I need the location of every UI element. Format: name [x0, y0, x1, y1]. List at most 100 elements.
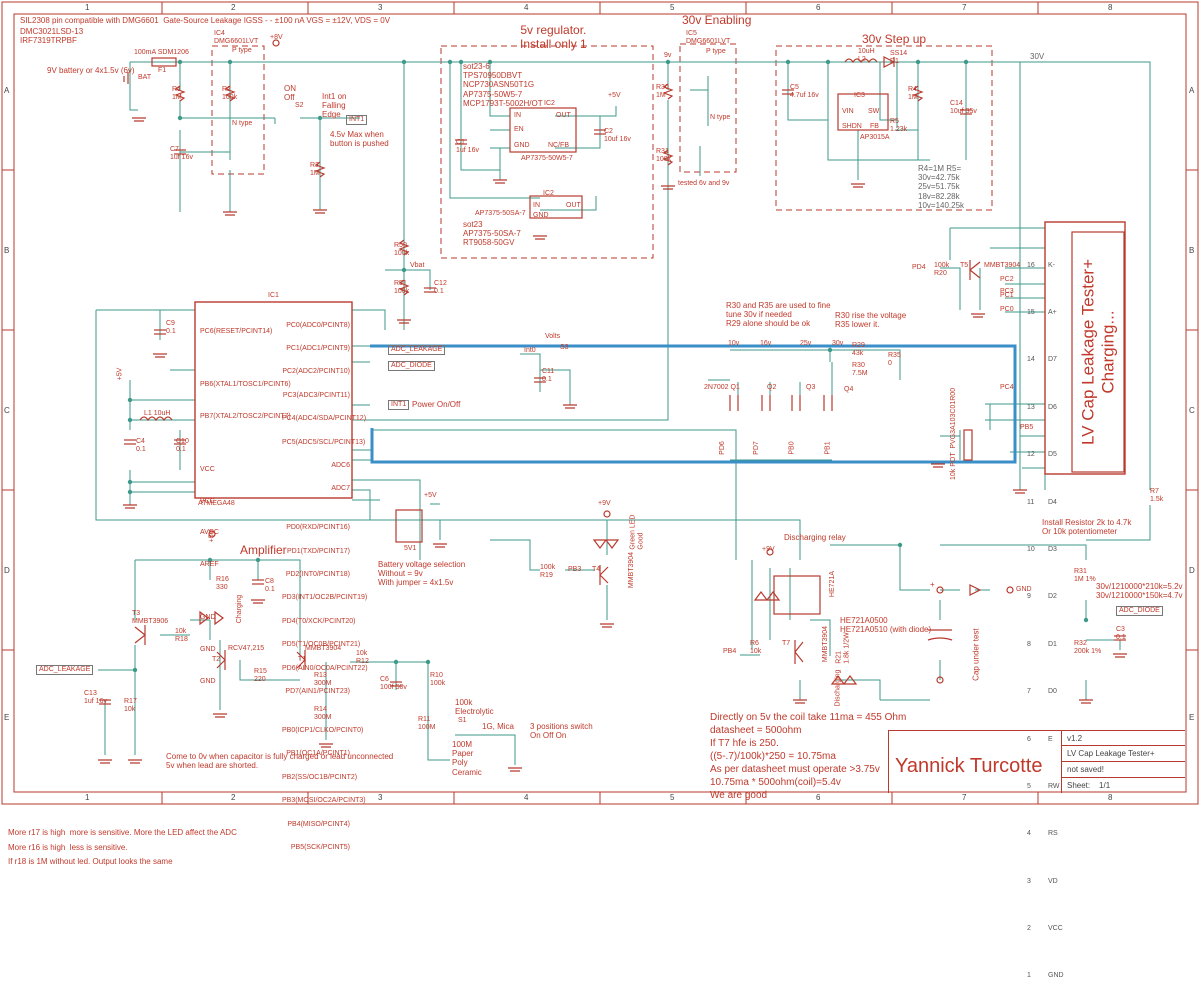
grid-col-4-bottom: 4 — [524, 793, 529, 802]
doc-title: LV Cap Leakage Tester+ — [1067, 749, 1155, 758]
t5-label: T5 — [960, 262, 969, 269]
t4-label: T4 — [592, 566, 601, 573]
r35-label: R35 0 — [888, 352, 901, 368]
s1-label: S1 — [458, 717, 467, 724]
c10-label: C10 0.1 — [176, 438, 189, 454]
ic2-gnd: GND — [514, 142, 530, 149]
ic4-ntype: N type — [232, 120, 253, 127]
lcd-pin: A+ — [1048, 308, 1057, 316]
ic2b-gnd: GND — [533, 212, 549, 219]
lcd-pin-number: 14 — [1027, 356, 1035, 364]
plus5v-mcu: +5V — [116, 367, 124, 381]
ic2-label: IC2 — [544, 100, 555, 107]
c11-label: C11 0.1 — [542, 368, 555, 384]
section-regulator-title: 5v regulator. Install only 1 — [520, 23, 587, 51]
atmega-pin: PB7(XTAL2/TOSC2/PCINT7) — [200, 412, 291, 420]
c7-label: C7 1uf 16v — [170, 146, 193, 162]
r30-note: R30 and R35 are used to fine tune 30v if… — [726, 301, 831, 329]
zero-note: Come to 0v when capacitor is fully charg… — [166, 752, 394, 771]
atmega-pin: PC5(ADC5/SCL/PCINT13) — [282, 438, 366, 446]
atmega-pin: ADC6 — [331, 461, 350, 469]
note-top-3: IRF7319TRPBF — [20, 36, 77, 45]
lcd-pin-number: 11 — [1027, 498, 1035, 506]
volts-label: Volts — [545, 333, 561, 340]
plus9v-relay: +9V — [762, 546, 775, 553]
r3-label: R3 1M — [310, 162, 320, 178]
grid-col-6: 6 — [816, 3, 821, 12]
lcd-pin: VCC — [1048, 925, 1063, 933]
grid-row-a-right: A — [1189, 86, 1195, 95]
sheet-frame — [1, 1, 1199, 805]
sot23-options: sot23 AP7375-50SA-7 RT9058-50GV — [463, 220, 521, 248]
q2-label: Q2 — [767, 384, 777, 391]
grid-row-e-right: E — [1189, 713, 1195, 722]
lcd-pin-number: 12 — [1027, 451, 1035, 459]
int1-net-label: INT1 — [346, 115, 368, 126]
c9-label: C9 0.1 — [166, 320, 176, 336]
volt-10v: 10v — [728, 340, 740, 347]
tested-note: tested 6v and 9v — [678, 180, 730, 187]
ic3-vin: VIN — [842, 108, 854, 115]
r14-label: R14 300M — [314, 706, 332, 722]
volt-25v: 25v — [800, 340, 812, 347]
atmega-pin: GND — [200, 646, 216, 653]
paper-label: 100M Paper Poly Ceramic — [452, 740, 482, 777]
plus5v-reg: +5V — [608, 92, 621, 99]
ic5-ntype: N type — [710, 114, 731, 121]
adc-leakage-net: ADC_LEAKAGE — [388, 345, 446, 356]
onoff-label: ON Off — [284, 84, 296, 103]
ic2-ncfb: NC/FB — [548, 142, 569, 149]
int0-label: Int0 — [524, 347, 536, 354]
ic3-label: IC3 — [854, 92, 865, 99]
grid-col-1-bottom: 1 — [85, 793, 90, 802]
r6-label: R6 10k — [750, 640, 762, 656]
r17-label: R17 10k — [124, 698, 137, 714]
relay-title: Discharging relay — [784, 533, 846, 542]
t1-label: T1 — [298, 656, 307, 663]
battery-selection-note: Battery voltage selection Without = 9v W… — [378, 560, 466, 588]
c14-label: C14 10uf 35v — [950, 100, 977, 116]
ic2-in: IN — [514, 112, 521, 119]
atmega-pin: AREF — [200, 561, 219, 569]
pc1-label: PC1 — [1000, 292, 1014, 299]
grid-row-d-right: D — [1189, 566, 1195, 575]
r12-label: 10k R12 — [356, 650, 369, 666]
lcd-pin-number: 3 — [1027, 877, 1031, 885]
schematic-drawing — [1, 1, 1199, 805]
q1-label: 2N7002 Q1 — [704, 384, 740, 391]
charging-led-label: Charging — [236, 594, 244, 624]
c1-label: C1 1uf 16v — [456, 139, 479, 155]
grid-col-4: 4 — [524, 3, 529, 12]
cap-plus-sign: + — [930, 580, 935, 589]
t3-label: T3 MMBT3906 — [132, 610, 169, 626]
ic2b-in: IN — [533, 202, 540, 209]
grid-col-3-bottom: 3 — [378, 793, 383, 802]
lcd-pin-number: 13 — [1027, 403, 1035, 411]
atmega-pin: GND — [200, 677, 216, 685]
gnd-terminal: GND — [1016, 586, 1032, 593]
atmega-pin: PB3(MOSI/OC2A/PCINT3) — [282, 797, 366, 805]
relay-part: HE721A — [829, 570, 837, 598]
junctions — [127, 59, 1089, 673]
footnote-2: More r16 is high less is sensitive. — [8, 843, 128, 852]
author-name: Yannick Turcotte — [895, 755, 1043, 777]
r15-label: R15 220 — [254, 668, 267, 684]
pb3-label: PB3 — [568, 566, 582, 573]
ic2-en: EN — [514, 126, 524, 133]
lcd-pin-number: 4 — [1027, 830, 1031, 838]
lcd-pin-number: 9 — [1027, 593, 1031, 601]
button-note: 4.5v Max when button is pushed — [330, 130, 389, 149]
c5-label: C5 4.7uf 16v — [790, 84, 819, 100]
title-block-line — [1062, 761, 1185, 762]
pc4-label: PC4 — [1000, 384, 1014, 391]
pd6-label: PD6 — [718, 441, 726, 455]
divider-note: 30v/1210000*210k=5.2v 30v/1210000*150k=4… — [1096, 582, 1183, 601]
l2-label: 10uH L2 — [858, 48, 875, 64]
lcd-pin: GND — [1048, 972, 1064, 980]
r-en1-label: R30 1M — [656, 84, 669, 100]
ic3-sw: SW — [868, 108, 880, 115]
components — [98, 39, 1127, 772]
note-top-1: SIL2308 pin compatible with DMG6601 Gate… — [20, 16, 391, 25]
q3-label: Q3 — [806, 384, 816, 391]
grid-col-2: 2 — [231, 3, 236, 12]
